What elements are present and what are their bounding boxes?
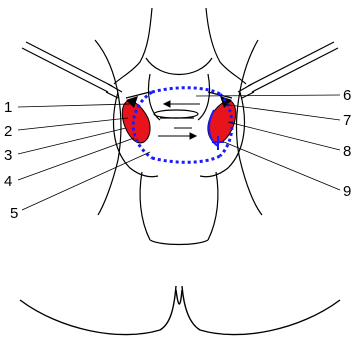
retractor-left bbox=[22, 42, 122, 98]
callout-4: 4 bbox=[4, 173, 12, 190]
direction-arrows bbox=[158, 101, 200, 139]
leader-2 bbox=[18, 118, 128, 130]
callout-1: 1 bbox=[4, 99, 12, 116]
leader-6 bbox=[196, 95, 340, 96]
leader-5 bbox=[22, 152, 150, 210]
leader-lines bbox=[18, 95, 340, 210]
central-column-right bbox=[198, 74, 210, 120]
leader-8 bbox=[228, 122, 340, 150]
leader-4 bbox=[18, 138, 134, 180]
callout-7: 7 bbox=[343, 112, 351, 129]
right-upper-contour bbox=[206, 8, 246, 84]
callout-8: 8 bbox=[343, 143, 351, 160]
callout-2: 2 bbox=[4, 123, 12, 140]
central-slit bbox=[154, 110, 198, 118]
lower-right-wall bbox=[208, 172, 218, 240]
callout-labels: 1 2 3 4 5 6 7 8 9 bbox=[4, 87, 351, 222]
leader-1 bbox=[18, 104, 130, 107]
left-buttock-contour bbox=[20, 286, 176, 335]
left-thigh-contour bbox=[95, 40, 121, 215]
leader-7 bbox=[222, 104, 340, 120]
callout-6: 6 bbox=[343, 87, 351, 104]
left-upper-contour bbox=[114, 8, 152, 84]
lower-base bbox=[150, 240, 208, 245]
callout-9: 9 bbox=[343, 183, 351, 200]
ring-bottom bbox=[152, 156, 220, 162]
callout-5: 5 bbox=[10, 205, 18, 222]
body-outline bbox=[95, 8, 262, 215]
leader-3 bbox=[18, 128, 126, 154]
buttocks-outline bbox=[20, 286, 340, 335]
slit-ellipse bbox=[154, 110, 198, 118]
callout-3: 3 bbox=[4, 147, 12, 164]
cleft-contour bbox=[176, 290, 182, 304]
lower-left-wall bbox=[140, 172, 150, 240]
upper-bridge-contour bbox=[146, 58, 212, 75]
left-ligament bbox=[122, 101, 150, 143]
right-buttock-contour bbox=[182, 286, 340, 335]
